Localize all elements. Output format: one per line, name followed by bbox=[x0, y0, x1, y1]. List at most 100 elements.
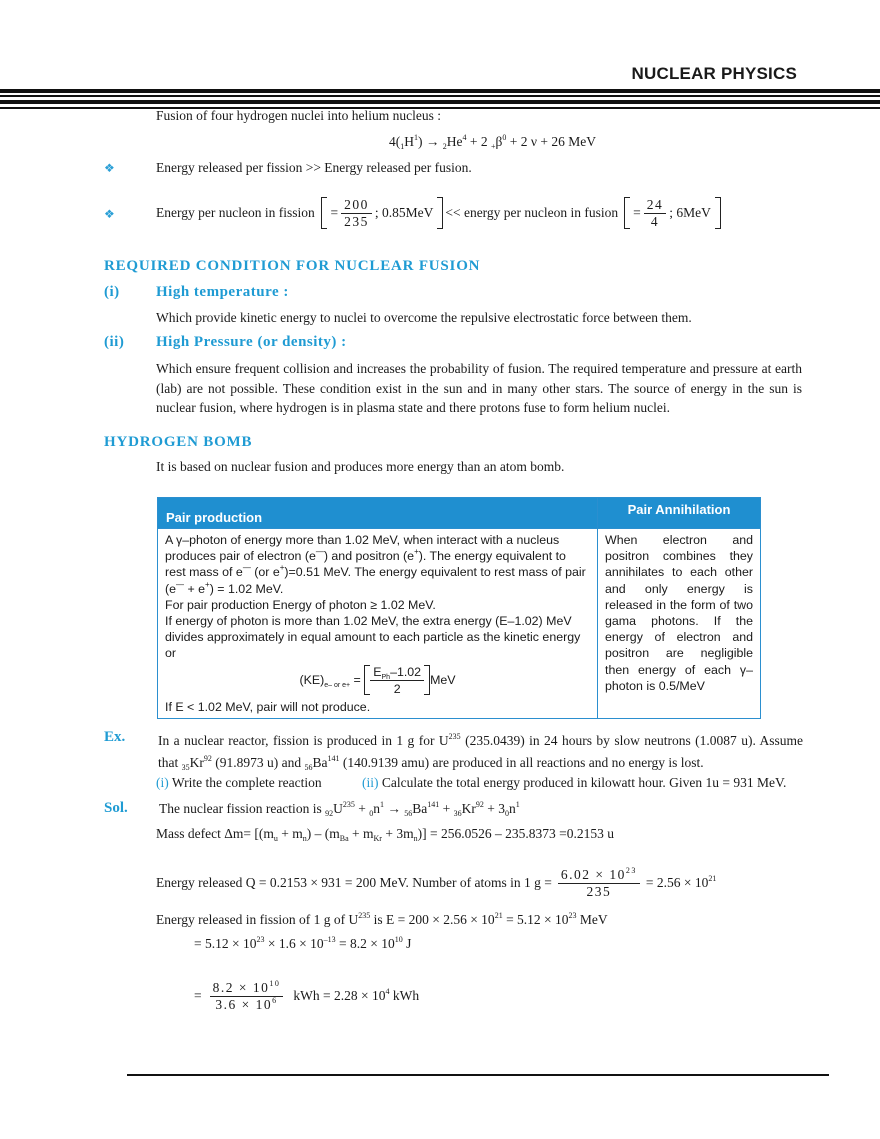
subscript: + bbox=[491, 142, 496, 151]
text-segment: J bbox=[402, 936, 412, 951]
subscript: 0 bbox=[369, 809, 374, 818]
supscript: + bbox=[279, 563, 285, 573]
text-segment: = 8.2 × 10 bbox=[335, 936, 395, 951]
equals: = bbox=[194, 988, 202, 1003]
hydrogen-bomb-text: It is based on nuclear fusion and produc… bbox=[156, 459, 565, 474]
subscript: n bbox=[302, 834, 307, 843]
example-text: In a nuclear reactor, fission is produce… bbox=[158, 730, 803, 774]
page-header-title: NUCLEAR PHYSICS bbox=[631, 64, 797, 83]
numerator: 6.02 × 1023 bbox=[557, 865, 640, 884]
pair-production-table: Pair production Pair Annihilation A γ–ph… bbox=[157, 497, 761, 720]
num-sub: Ph bbox=[381, 673, 391, 681]
num-exp: 23 bbox=[625, 865, 637, 875]
subscript: n bbox=[413, 834, 418, 843]
supscript: + bbox=[414, 547, 419, 557]
item-title-pressure: High Pressure (or density) : bbox=[156, 334, 347, 350]
subscript: 36 bbox=[453, 809, 462, 818]
pressure-text: Which ensure frequent collision and incr… bbox=[156, 361, 802, 415]
subscript: Ba bbox=[339, 834, 349, 843]
header-rule bbox=[0, 100, 880, 104]
header-rule bbox=[0, 89, 880, 93]
supscript: — bbox=[242, 563, 251, 573]
unit: MeV bbox=[430, 672, 456, 687]
supscript: 0 bbox=[502, 133, 507, 142]
text-segment: H bbox=[404, 134, 414, 149]
subscript: 0 bbox=[504, 809, 509, 818]
pair-production-condition: For pair production Energy of photon ≥ 1… bbox=[165, 597, 436, 612]
subscript: 1 bbox=[400, 142, 405, 151]
text-segment: 4( bbox=[389, 134, 401, 149]
subscript: 92 bbox=[325, 809, 334, 818]
table-header-pair-production: Pair production bbox=[157, 497, 598, 529]
supscript: 1 bbox=[379, 800, 384, 809]
q1-text: Write the complete reaction bbox=[171, 775, 322, 790]
supscript: — bbox=[315, 547, 324, 557]
pair-annihilation-cell: When electron and positron combines they… bbox=[597, 527, 761, 720]
text-segment: MeV bbox=[576, 912, 608, 927]
denominator: 2 bbox=[393, 681, 401, 696]
supscript: 1 bbox=[515, 800, 520, 809]
text-segment: (140.9139 amu) are produced in all react… bbox=[339, 755, 704, 770]
num-text: 8.2 × 10 bbox=[212, 979, 270, 995]
text-segment: ). The energy equivalent to rest mass of… bbox=[165, 549, 566, 580]
supscript: –13 bbox=[323, 935, 336, 944]
mass-defect: Mass defect Δm= [(mu + mn) – (mBa + mKr … bbox=[156, 826, 614, 843]
q2-label: (ii) bbox=[362, 775, 379, 790]
text: << energy per nucleon in fusion bbox=[445, 205, 619, 220]
energy-e-line: Energy released in fission of 1 g of U23… bbox=[156, 912, 608, 928]
den-text: 3.6 × 10 bbox=[215, 996, 273, 1012]
text-segment: The nuclear fission reaction is bbox=[159, 801, 326, 816]
text-segment: ) – (m bbox=[306, 826, 340, 841]
text-segment: He bbox=[446, 134, 463, 149]
text-segment: U bbox=[333, 801, 343, 816]
supscript: 21 bbox=[494, 911, 503, 920]
supscript: — bbox=[176, 579, 185, 589]
fission-reaction: The nuclear fission reaction is 92U235 +… bbox=[159, 800, 520, 818]
text-segment: kWh = 2.28 × 10 bbox=[293, 988, 386, 1003]
supscript: 141 bbox=[327, 754, 340, 763]
text-segment: = 5.12 × 10 bbox=[194, 936, 257, 951]
section-heading-hydrogen-bomb: HYDROGEN BOMB bbox=[104, 434, 253, 450]
text-segment: + bbox=[439, 801, 454, 816]
text-segment: Mass defect Δm= [(m bbox=[156, 826, 274, 841]
bracket bbox=[714, 197, 721, 229]
fusion-equation: 4(1H1) → 2He4 + 2 +β0 + 2 ν + 26 MeV bbox=[389, 133, 596, 151]
subscript: 2 bbox=[442, 142, 447, 151]
question-1: (i) Write the complete reaction bbox=[156, 775, 322, 791]
supscript: 23 bbox=[256, 935, 265, 944]
energy-q-text: Energy released Q = 0.2153 × 931 = 200 M… bbox=[156, 875, 552, 890]
fusion-intro: Fusion of four hydrogen nuclei into heli… bbox=[156, 108, 441, 123]
text-segment: + e bbox=[184, 581, 206, 596]
text-segment: ) → bbox=[418, 134, 443, 149]
section-heading-fusion-condition: REQUIRED CONDITION FOR NUCLEAR FUSION bbox=[104, 258, 481, 274]
text-segment: + 3 bbox=[483, 801, 505, 816]
text-segment: )] = 256.0526 – 235.8373 =0.2153 u bbox=[417, 826, 614, 841]
value: ; 6MeV bbox=[669, 205, 711, 220]
text-segment: In a nuclear reactor, fission is produce… bbox=[158, 733, 449, 748]
text-segment: Energy released in fission of 1 g of U bbox=[156, 912, 359, 927]
num-rest: –1.02 bbox=[390, 664, 422, 679]
header-rule bbox=[0, 107, 880, 109]
bracket bbox=[624, 197, 631, 229]
bracket bbox=[321, 197, 328, 229]
denominator: 4 bbox=[650, 213, 660, 229]
energy-j-line: = 5.12 × 1023 × 1.6 × 10–13 = 8.2 × 1010… bbox=[194, 936, 411, 952]
table-header-pair-annihilation: Pair Annihilation bbox=[597, 497, 761, 529]
text-segment: (or e bbox=[250, 565, 280, 580]
pair-production-intro: A γ–photon of energy more than 1.02 MeV,… bbox=[165, 532, 590, 597]
text-segment: + 2 bbox=[466, 134, 491, 149]
text-segment: + 3m bbox=[381, 826, 414, 841]
diamond-bullet-icon: ❖ bbox=[104, 207, 115, 221]
num-exp: 10 bbox=[269, 978, 281, 988]
supscript: 1 bbox=[414, 133, 418, 142]
text-segment: = 5.12 × 10 bbox=[502, 912, 569, 927]
text-segment: n bbox=[508, 801, 516, 816]
header-rule bbox=[0, 95, 880, 97]
subscript: 56 bbox=[404, 809, 413, 818]
solution-label: Sol. bbox=[104, 800, 128, 816]
bracket bbox=[437, 197, 444, 229]
subscript: Kr bbox=[373, 834, 382, 843]
